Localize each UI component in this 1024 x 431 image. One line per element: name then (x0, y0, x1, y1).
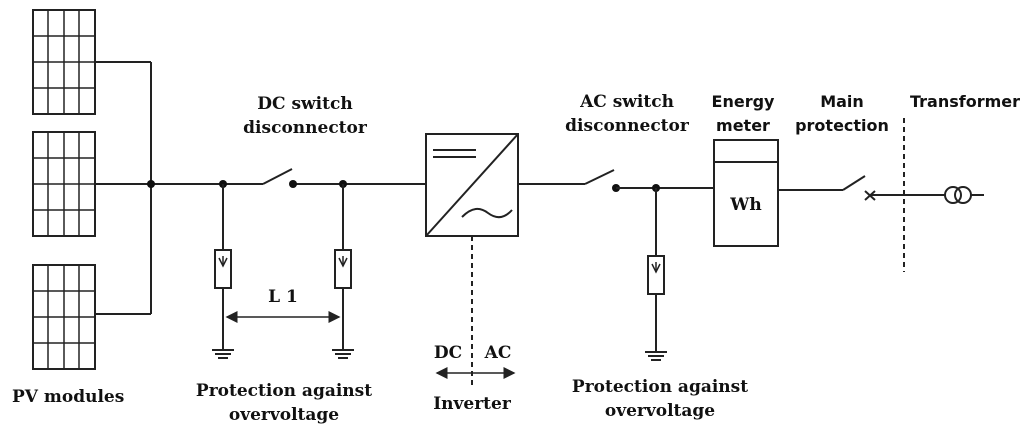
pv-module-top (32, 9, 96, 115)
ac-switch-disconnector (518, 169, 714, 192)
ac-switch-label-line2: disconnector (565, 116, 690, 136)
ac-switch-label-line1: AC switch (579, 92, 674, 112)
dc-bus (95, 180, 263, 188)
protection-left-label-line2: overvoltage (229, 405, 339, 425)
protection-left-label-line1: Protection against (196, 381, 372, 401)
surge-protector-left-1 (212, 184, 234, 359)
l1-label: L 1 (268, 287, 298, 307)
junction-dot (147, 180, 155, 188)
energy-meter-label-line2: meter (716, 116, 770, 135)
main-protection-label-line2: protection (795, 116, 889, 135)
main-protection-breaker (778, 175, 935, 201)
main-protection-label-line1: Main (820, 92, 864, 111)
pv-modules-label: PV modules (12, 387, 124, 407)
transformer-label: Transformer (910, 92, 1020, 111)
wh-label: Wh (729, 195, 761, 215)
pv-collector-wiring (95, 61, 152, 315)
transformer-symbol (935, 186, 984, 204)
energy-meter (713, 139, 779, 247)
inverter-symbol (425, 133, 519, 237)
dc-switch-label-line2: disconnector (243, 118, 368, 138)
surge-protector-right (645, 188, 667, 361)
dc-switch-disconnector (262, 168, 426, 188)
surge-protector-left-2 (332, 184, 354, 359)
energy-meter-label-line1: Energy (712, 92, 776, 111)
protection-right-label-line2: overvoltage (605, 401, 715, 421)
inverter-label: Inverter (433, 394, 512, 414)
dc-switch-label-line1: DC switch (257, 94, 352, 114)
protection-right-label-line1: Protection against (572, 377, 748, 397)
dc-label: DC (434, 343, 462, 363)
pv-module-middle (32, 131, 96, 237)
ac-label: AC (484, 343, 512, 363)
pv-module-bottom (32, 264, 96, 370)
